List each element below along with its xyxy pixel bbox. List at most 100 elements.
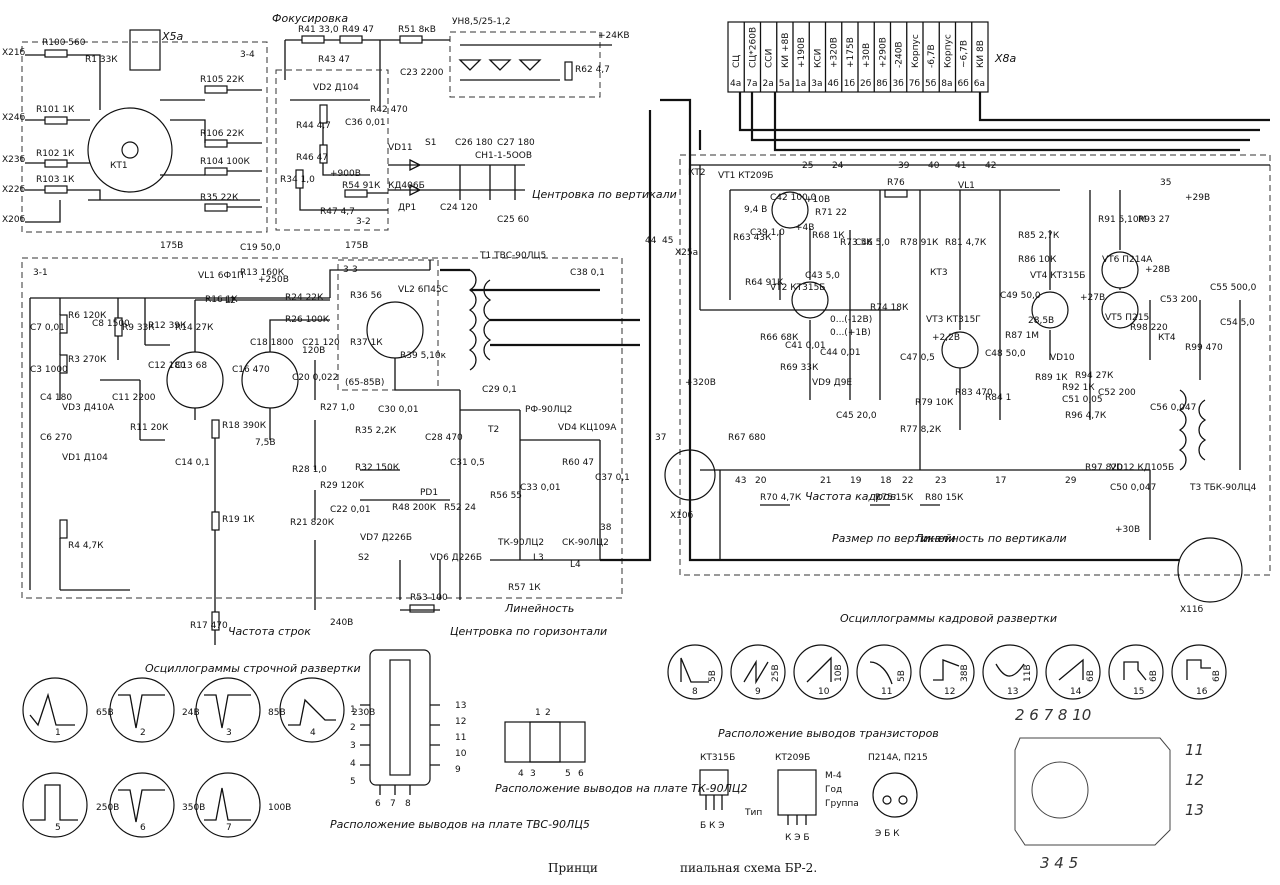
c51-label: C51 0,05 — [1062, 395, 1103, 405]
resistor-r19 — [211, 511, 220, 531]
v-osc-voltage: 25В — [771, 664, 781, 682]
r66-label: R66 68К — [760, 333, 799, 343]
c29-label: C29 0,1 — [482, 385, 517, 395]
h-osc-7-num: 7 — [226, 823, 232, 833]
pencil-right-2: 12 — [1185, 771, 1204, 789]
t3-primary — [1178, 389, 1187, 471]
tk-pin-1: 1 — [535, 708, 541, 718]
r97-label: R97 820 — [1085, 463, 1123, 473]
p214-pin-e — [882, 795, 892, 805]
h-osc-1-num: 1 — [55, 728, 61, 738]
v175-b: 175В — [345, 241, 368, 251]
vl1-right-label: VL1 — [958, 181, 975, 191]
hv-output-label: +24КВ — [598, 31, 630, 41]
v-osc-frame — [667, 644, 723, 700]
node-35: 35 — [1160, 178, 1171, 188]
r21-label: R21 820К — [290, 518, 335, 528]
x8a-signal: ~6,7В — [960, 40, 970, 68]
v-osc-voltage: 6В — [1086, 670, 1096, 682]
r47-label: R47 4,7 — [320, 207, 355, 217]
h-osc-3-wave — [204, 694, 251, 729]
tk-board-drawing: 1 2 3 4 5 6 Расположение выводов на плат… — [495, 708, 747, 795]
c49-label: C49 50,0 — [1000, 291, 1041, 301]
node-19: 19 — [850, 476, 862, 486]
conn-x23b: X23б — [2, 155, 26, 165]
c23-label: C23 2200 — [400, 68, 444, 78]
c33-label: C33 0,01 — [520, 483, 561, 493]
r91-label: R91 5,10М — [1098, 215, 1146, 225]
t3-label: T3 ТБК-90ЛЦ4 — [1189, 483, 1257, 493]
c37-label: C37 0,1 — [595, 473, 630, 483]
r12-label: R12 39К — [148, 321, 187, 331]
r93-label: R93 27 — [1138, 215, 1170, 225]
v-osc-frame — [730, 644, 786, 700]
r51-label: R51 8кВ — [398, 25, 436, 35]
vt3-label: VT3 КТ315Г — [926, 315, 981, 325]
x8a-signal: Корпус — [943, 34, 953, 68]
x8a-pin: 7а — [746, 79, 757, 89]
kd406-label: ДР1 — [398, 203, 416, 213]
s1-label: VD2 Д104 — [313, 83, 359, 93]
r9-label: R9 33К — [122, 323, 155, 333]
pinout-kt209-pins: К Э Б — [785, 833, 810, 843]
c55-label: C55 500,0 — [1210, 283, 1257, 293]
h-osc-2-v: 24В — [182, 708, 200, 718]
x8a-pin: 3а — [811, 79, 822, 89]
vd9-label: VD9 Д9Е — [812, 378, 852, 388]
vd10-label: VD10 — [1050, 353, 1075, 363]
x8a-signal: Корпус — [911, 34, 921, 68]
kt209-mark-4: Группа — [825, 799, 859, 809]
v-osc-number: 8 — [692, 687, 698, 697]
vd3-label: VD7 Д226Б — [360, 533, 412, 543]
vt6-label: VT6 П214А — [1102, 255, 1153, 265]
c50-label: C50 0,047 — [1110, 483, 1156, 493]
pinout-kt315-name: КТ315Б — [700, 753, 735, 763]
multiplier-outline — [449, 31, 601, 98]
h-osc-4-num: 4 — [310, 728, 316, 738]
v120-label: 120В — [302, 346, 325, 356]
scan-module-wires — [690, 164, 1270, 560]
r37-label: R37 1К — [350, 338, 383, 348]
r35-label: R35 22К — [200, 193, 239, 203]
resistor-r6 — [59, 314, 68, 334]
resistor-r102 — [44, 159, 68, 168]
v-osc-wave — [1186, 659, 1211, 680]
v-0-12: 0...(-12В) — [830, 315, 872, 325]
r77-label: R77 8,2К — [900, 425, 942, 435]
v-28: +28В — [1145, 265, 1170, 275]
vl1-label: VL1 6Ф1П — [198, 271, 244, 281]
c45-label: C45 20,0 — [836, 411, 877, 421]
r94-label: R94 27К — [1075, 371, 1114, 381]
x8a-signal: -6,7В — [927, 44, 937, 68]
conn-x22b: X22б — [2, 185, 26, 195]
block-3-2-wires — [290, 99, 388, 211]
tk-pin-3: 3 — [530, 769, 536, 779]
c41-label: C41 0,01 — [785, 341, 826, 351]
v-osc-voltage: 6В — [1212, 670, 1222, 682]
c27-label: C27 180 — [497, 138, 535, 148]
tvs-pin-4: 4 — [350, 759, 356, 769]
c46-label: C46 5,0 — [855, 238, 890, 248]
r17-label: R17 470 — [190, 621, 228, 631]
v-osc-frame — [793, 644, 849, 700]
tvs-pin-6: 6 — [375, 799, 381, 809]
block-3-2-label: 3-2 — [356, 217, 371, 227]
x8a-pin: 4а — [730, 79, 741, 89]
c28-label: C28 470 — [425, 433, 463, 443]
x8a-pin: 5а — [779, 79, 790, 89]
r98-label: R98 220 — [1130, 323, 1168, 333]
node-22: 22 — [902, 476, 913, 486]
v-osc-voltage: 5В — [897, 670, 907, 682]
v65-85: (65-85В) — [345, 378, 384, 388]
h-osc-4 — [279, 677, 345, 743]
focus-wires — [284, 39, 450, 110]
h-osc-title: Осциллограммы строчной развертки — [145, 662, 361, 675]
v-osc-title: Осциллограммы кадровой развертки — [840, 612, 1057, 625]
x8a-pin: 8а — [941, 79, 952, 89]
x8a-pin: 7б — [909, 79, 921, 89]
node-45: 45 — [662, 236, 673, 246]
v-osc-wave — [995, 663, 1025, 677]
l4-label: VD4 КЦ109А — [558, 423, 617, 433]
x8a-label: X8а — [994, 52, 1017, 65]
